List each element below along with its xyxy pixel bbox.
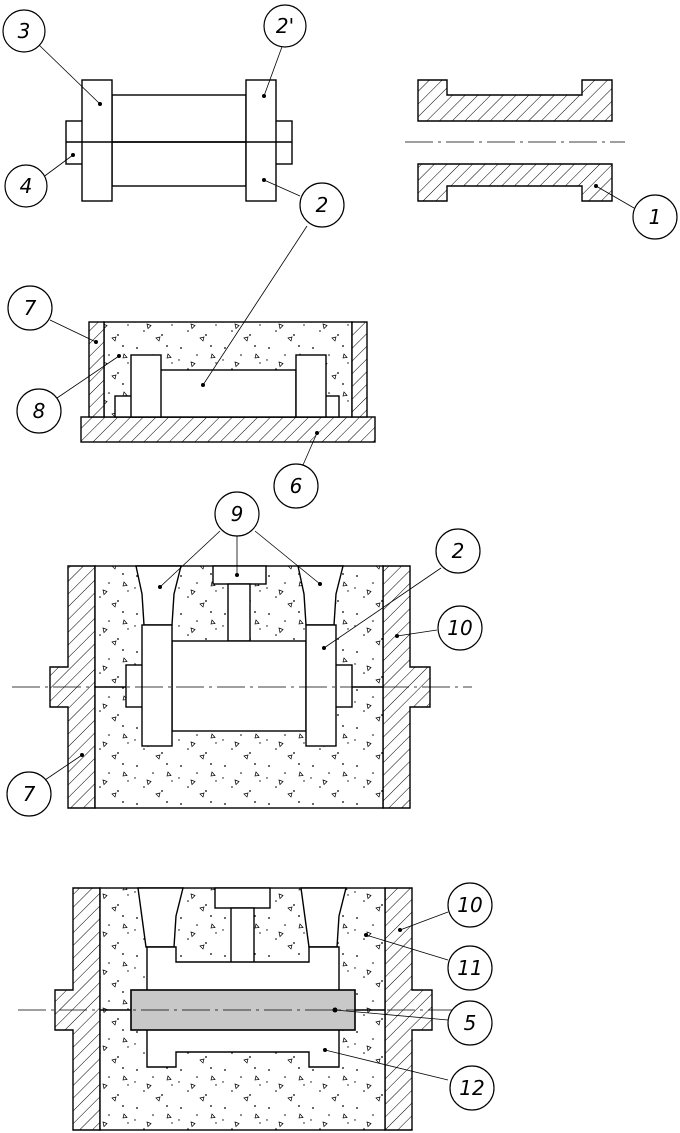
molding-board <box>80 416 376 443</box>
callout-10-bottom: 10 <box>447 882 493 928</box>
pattern-half <box>159 369 297 418</box>
svg-text:7: 7 <box>23 782 36 806</box>
svg-text:8: 8 <box>33 399 46 423</box>
flask-wall-left <box>88 321 105 418</box>
svg-text:7: 7 <box>24 296 37 320</box>
flask-wall-right <box>351 321 368 418</box>
svg-text:4: 4 <box>20 174 33 198</box>
pattern-flange-left <box>81 79 113 202</box>
mold-with-core <box>18 887 470 1131</box>
mold-pattern <box>171 640 307 732</box>
callout-1: 1 <box>632 194 678 240</box>
svg-text:1: 1 <box>649 205 662 229</box>
callout-2-prime: 2' <box>263 4 307 48</box>
callout-4: 4 <box>4 164 48 208</box>
flask-molding-step <box>49 225 376 466</box>
svg-text:2: 2 <box>316 193 329 217</box>
flask-right-2 <box>384 887 433 1131</box>
callout-3: 3 <box>2 9 46 53</box>
svg-text:2: 2 <box>452 539 465 563</box>
callout-5: 5 <box>447 1000 493 1046</box>
flask-left-2 <box>54 887 101 1131</box>
svg-text:2': 2' <box>276 14 294 38</box>
svg-text:5: 5 <box>464 1011 477 1035</box>
svg-text:10: 10 <box>447 616 472 640</box>
callout-9: 9 <box>214 491 260 537</box>
callout-6: 6 <box>273 463 319 509</box>
assembled-mold-with-pattern <box>12 530 472 809</box>
callout-10-middle: 10 <box>437 605 483 651</box>
callout-7-top: 7 <box>7 285 53 331</box>
finished-part-section <box>405 79 635 209</box>
svg-text:6: 6 <box>290 474 303 498</box>
split-pattern-assembly <box>37 43 301 202</box>
pattern-flange-right <box>245 79 277 202</box>
svg-text:12: 12 <box>459 1076 484 1100</box>
callout-8: 8 <box>16 388 62 434</box>
callout-12: 12 <box>449 1065 495 1111</box>
svg-text:10: 10 <box>457 893 482 917</box>
riser-stem <box>227 583 251 642</box>
svg-text:3: 3 <box>18 19 31 43</box>
callout-2-top: 2 <box>299 182 345 228</box>
sprue-right-2 <box>300 887 347 948</box>
svg-text:9: 9 <box>231 502 244 526</box>
sprue-left-2 <box>137 887 184 948</box>
pattern-body <box>111 94 247 187</box>
svg-text:11: 11 <box>457 956 482 980</box>
callout-2-middle: 2 <box>435 528 481 574</box>
riser-cup <box>212 565 267 585</box>
callout-11: 11 <box>447 945 493 991</box>
callout-7-bottom: 7 <box>6 771 52 817</box>
